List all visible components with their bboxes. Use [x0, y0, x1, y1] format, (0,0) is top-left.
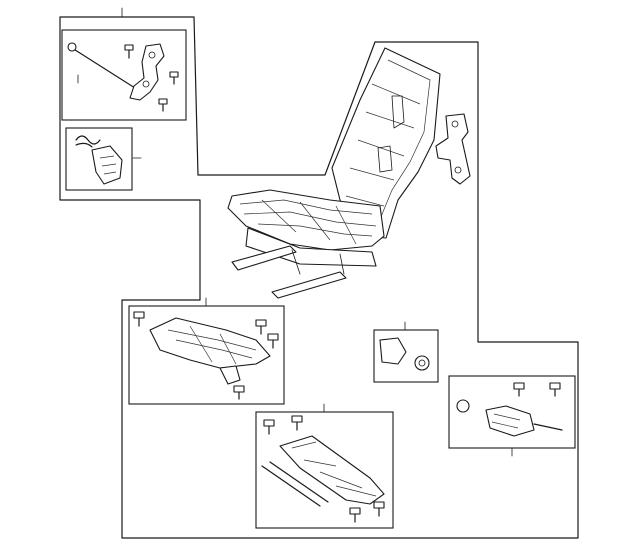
actuator-motor-callout — [448, 375, 576, 457]
slide-track-callout — [255, 403, 394, 529]
bolt-icon — [291, 415, 303, 431]
bolt-icon — [263, 419, 275, 435]
recliner-link-callout — [61, 7, 187, 121]
link-bracket-icon — [129, 43, 165, 101]
seat-back-frame — [331, 47, 441, 239]
slide-track-left — [231, 245, 297, 271]
bolt-icon — [373, 501, 385, 517]
group-boundary-outline — [59, 16, 579, 539]
actuator-motor-icon — [485, 405, 535, 437]
bolt-icon — [349, 507, 361, 523]
bolt-icon — [158, 98, 168, 112]
bolt-icon — [513, 382, 525, 397]
bolt-icon — [124, 44, 134, 59]
bolt-icon — [549, 382, 561, 397]
bolt-icon — [133, 311, 145, 327]
track-rail-icon — [279, 435, 385, 505]
slide-track-right — [271, 271, 347, 299]
hinge-bracket-icon — [219, 365, 241, 385]
seat-cushion-callout — [128, 297, 285, 405]
bolt-icon — [255, 319, 267, 335]
connector-housing-icon — [379, 337, 407, 365]
side-bracket-icon — [435, 113, 471, 185]
grommet-icon — [414, 355, 430, 371]
bolt-icon — [267, 333, 279, 349]
rod-end-icon — [67, 42, 77, 52]
washer-icon — [456, 399, 470, 413]
bolt-icon — [233, 385, 245, 400]
spring-clip-callout — [65, 127, 142, 191]
small-connector-callout — [373, 321, 439, 383]
seat-assembly — [227, 47, 441, 299]
spring-icon — [75, 135, 101, 148]
side-bracket — [435, 113, 471, 185]
bolt-icon — [169, 71, 179, 85]
cushion-pan-icon — [149, 317, 271, 369]
